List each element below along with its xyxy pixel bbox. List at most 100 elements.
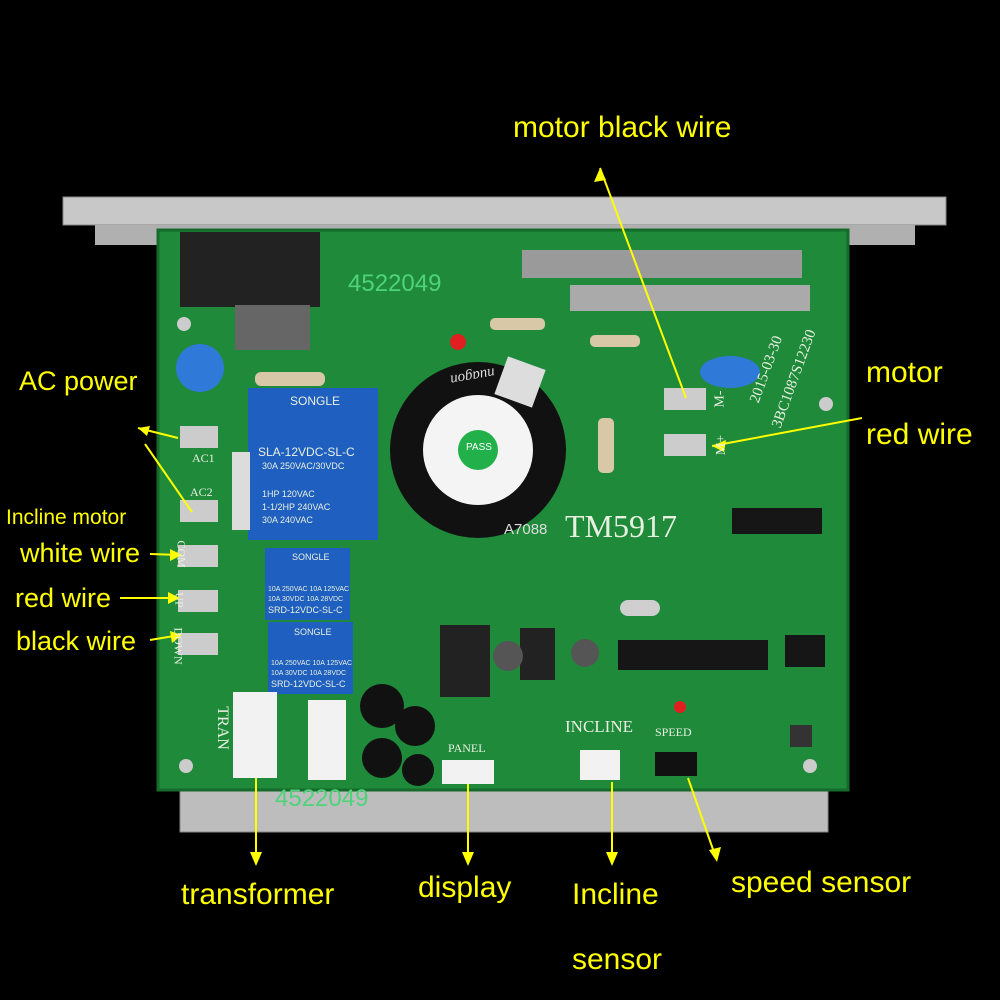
ic-chip-large (618, 640, 768, 670)
silk-ac1: AC1 (192, 451, 215, 465)
electrolytic-cap-3 (362, 738, 402, 778)
arrowhead-speed-sensor (709, 847, 721, 862)
relay2-model: SRD-12VDC-SL-C (268, 605, 343, 615)
electrolytic-cap-5 (493, 641, 523, 671)
crystal (620, 600, 660, 616)
relay1-model: SLA-12VDC-SL-C (258, 445, 355, 459)
arrowhead-ac1 (138, 426, 150, 436)
arrow-speed-sensor (687, 777, 717, 859)
relay2-spec1: 10A 250VAC 10A 125VAC (268, 586, 350, 593)
label-ac-power: AC power (19, 366, 138, 396)
capacitor-sleeve (494, 356, 546, 408)
regulator (440, 625, 490, 697)
label-display: display (418, 871, 512, 904)
arrow-ac2 (144, 443, 193, 513)
connector-incline (580, 750, 620, 780)
electrolytic-cap-2 (395, 706, 435, 746)
silk-panel: PANEL (448, 741, 486, 755)
silk-m-plus: M+ (714, 434, 730, 456)
power-pins (235, 305, 310, 350)
relay1-spec4: 30A 240VAC (262, 515, 313, 525)
relay3-spec2: 10A 30VDC 10A 28VDC (271, 670, 347, 677)
silk-com: COM (174, 540, 189, 568)
silk-incline: INCLINE (565, 717, 633, 736)
arrowhead-display (462, 852, 474, 866)
electrolytic-cap-4 (402, 754, 434, 786)
arrow-motor-red (711, 417, 863, 447)
connector-speed (655, 752, 697, 776)
connector-tran-2 (308, 700, 346, 780)
label-motor-black-wire: motor black wire (513, 111, 732, 144)
arrowhead-red (168, 592, 180, 604)
heatsink-bar-2 (570, 285, 810, 311)
electrolytic-cap-6 (571, 639, 599, 667)
terminal-m-plus (664, 434, 706, 456)
label-speed-sensor: speed sensor (731, 866, 912, 899)
mount-hole-1 (179, 759, 193, 773)
resistor-1 (255, 372, 325, 386)
relay-down (268, 622, 353, 694)
led-red-speed (674, 701, 686, 713)
relay2-brand: SONGLE (292, 552, 330, 562)
label-motor-red-wire: red wire (866, 418, 973, 451)
fuse (232, 452, 250, 530)
silk-up: UP (172, 592, 187, 608)
relay3-model: SRD-12VDC-SL-C (271, 679, 346, 689)
led-red-top (450, 334, 466, 350)
mount-hole-4 (177, 317, 191, 331)
relay-main (248, 388, 378, 540)
label-white-wire: white wire (20, 538, 141, 568)
capacitor-pass (458, 430, 498, 470)
ic-chip-right (785, 635, 825, 667)
label-incline-sensor-2: sensor (572, 943, 663, 976)
arrowhead-transformer (250, 852, 262, 866)
silk-m-minus: M- (712, 390, 728, 408)
part-number-bottom: 4522049 (275, 785, 369, 812)
connector-tran (233, 692, 277, 778)
relay1-spec3: 1-1/2HP 240VAC (262, 502, 331, 512)
resistor-3 (590, 335, 640, 347)
arrowhead-black (170, 631, 182, 643)
silk-ac2: AC2 (190, 485, 213, 499)
power-module-left (180, 232, 320, 307)
resistor-4 (598, 418, 614, 473)
model-number: TM5917 (565, 508, 677, 544)
terminal-ac1 (180, 426, 218, 448)
arrowhead-motor-red (712, 440, 726, 452)
callout-arrows (120, 167, 863, 866)
terminal-ac2 (180, 500, 218, 522)
connector-panel (442, 760, 494, 784)
label-incline-sensor-1: Incline (572, 878, 659, 911)
capacitor-code: A7088 (504, 521, 548, 538)
silk-down: DOWN (171, 627, 186, 665)
terminal-com (178, 545, 218, 567)
terminal-down (178, 633, 218, 655)
push-button (790, 725, 812, 747)
relay3-spec1: 10A 250VAC 10A 125VAC (271, 660, 353, 667)
mount-hole-2 (803, 759, 817, 773)
label-motor: motor (866, 356, 943, 389)
motor-capacitor (700, 356, 760, 388)
relay-up (265, 548, 350, 620)
part-number-top: 4522049 (348, 270, 442, 297)
arrowhead-white (170, 549, 182, 561)
relay1-spec2: 1HP 120VAC (262, 489, 315, 499)
mount-hole-3 (819, 397, 833, 411)
ic-chip-upper (732, 508, 822, 534)
arrowhead-motor-black (594, 168, 606, 182)
relay1-spec1: 30A 250VAC/30VDC (262, 461, 345, 471)
capacitor-pass-text: PASS (466, 442, 492, 453)
ac-capacitor (176, 344, 224, 392)
silk-tran: TRAN (213, 706, 231, 750)
label-incline-motor: Incline motor (6, 506, 127, 529)
heatsink-top (62, 196, 947, 226)
relay3-brand: SONGLE (294, 627, 332, 637)
regulator-2 (520, 628, 555, 680)
terminal-m-minus (664, 388, 706, 410)
resistor-2 (490, 318, 545, 330)
relay1-brand: SONGLE (290, 394, 341, 408)
heatsink-bar-1 (522, 250, 802, 278)
label-black-wire: black wire (16, 626, 137, 656)
arrowhead-incline-sensor (606, 852, 618, 866)
